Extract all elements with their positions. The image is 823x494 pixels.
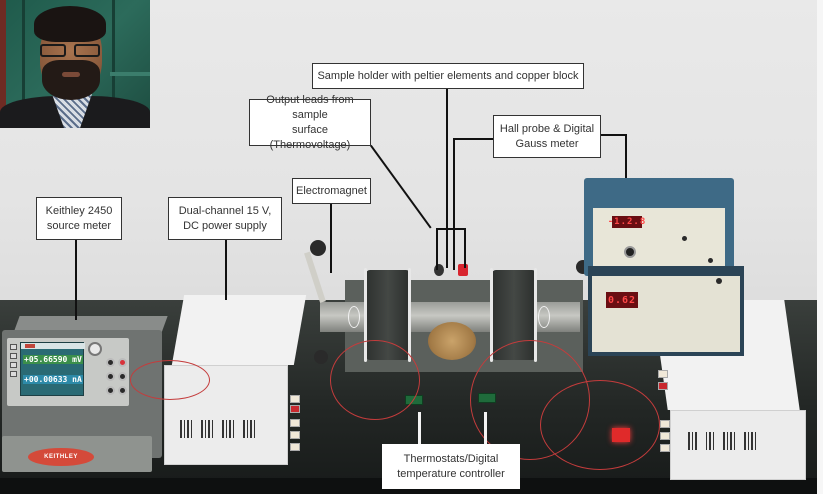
psu-vents xyxy=(688,432,756,450)
psu-terminal xyxy=(658,370,668,378)
gauss-knob xyxy=(624,246,636,258)
psu-vents xyxy=(180,420,255,438)
door-band xyxy=(110,72,150,76)
psu-terminal xyxy=(660,420,670,428)
dc-power-supply-right xyxy=(652,300,808,480)
red-wire xyxy=(130,360,210,400)
leader-line xyxy=(464,228,466,268)
terminal-jack xyxy=(118,386,127,395)
voltage-reading: +05.66590 mV xyxy=(23,355,83,364)
leader-line-thermostat xyxy=(484,412,487,444)
psu-terminal-red xyxy=(658,382,668,390)
terminal-jack xyxy=(118,372,127,381)
lever-knob xyxy=(310,240,326,256)
current-source-front xyxy=(592,276,740,352)
coil-lead-wire xyxy=(348,306,360,328)
gauss-switch xyxy=(682,236,687,241)
leader-line-electromagnet xyxy=(330,203,332,273)
coil-lead-wire xyxy=(538,306,550,328)
callout-electromagnet: Electromagnet xyxy=(292,178,371,204)
current-reading: +00.00633 nA xyxy=(23,375,83,384)
gauss-switch xyxy=(708,258,713,263)
callout-thermostats: Thermostats/Digital temperature controll… xyxy=(382,444,520,489)
callout-hall-probe: Hall probe & Digital Gauss meter xyxy=(493,115,601,158)
psu-top xyxy=(171,295,307,365)
image-border xyxy=(817,0,823,494)
terminal-jack-red xyxy=(118,358,127,367)
door-panel-line xyxy=(22,0,25,128)
leader-line-gauss xyxy=(600,134,626,136)
psu-terminal xyxy=(290,419,300,427)
lead-connector-black xyxy=(434,264,444,276)
keithley-knob xyxy=(88,342,102,356)
portrait-mouth xyxy=(62,72,80,77)
leader-line-keithley xyxy=(75,240,77,320)
leader-line-power-supply xyxy=(225,240,227,300)
coil-flange xyxy=(408,268,411,362)
portrait-glasses xyxy=(40,44,102,58)
portrait-inset xyxy=(0,0,150,128)
coil-flange xyxy=(534,268,537,362)
lead-connector-red xyxy=(458,264,468,276)
gauss-display: -1.2.8 xyxy=(607,216,647,228)
magnet-lever xyxy=(304,251,326,303)
lever-knob-lower xyxy=(314,350,328,364)
leader-line-hall xyxy=(453,138,455,270)
callout-keithley: Keithley 2450 source meter xyxy=(36,197,122,240)
psu-terminal xyxy=(660,444,670,452)
leader-line-sample-holder xyxy=(446,88,448,268)
portrait-beard xyxy=(42,60,100,100)
psu-terminal xyxy=(290,395,300,403)
psu-terminal xyxy=(660,432,670,440)
portrait-hair xyxy=(34,6,106,42)
leader-line-gauss xyxy=(625,134,627,178)
red-wire xyxy=(330,340,420,420)
leader-line-thermostat xyxy=(418,412,421,444)
keithley-logo: KEITHLEY xyxy=(28,448,94,466)
terminal-jack xyxy=(106,386,115,395)
psu-terminal xyxy=(290,431,300,439)
callout-output-leads: Output leads from sample surface (Thermo… xyxy=(249,94,371,151)
coil-flange xyxy=(490,268,493,362)
coil-flange xyxy=(364,268,367,362)
red-wire xyxy=(540,380,660,470)
keithley-side-buttons xyxy=(10,344,17,380)
door-panel-line xyxy=(112,0,115,128)
current-source-switch xyxy=(716,278,722,284)
terminal-jack xyxy=(106,358,115,367)
psu-terminal-red xyxy=(290,405,300,413)
leader-line-hall xyxy=(453,138,493,140)
psu-terminal xyxy=(290,443,300,451)
callout-power-supply: Dual-channel 15 V, DC power supply xyxy=(168,197,282,240)
portrait-red-wall xyxy=(0,0,6,128)
digital-gauss-meter: -1.2.8 xyxy=(584,178,734,276)
keithley-source-meter: +05.66590 mV +00.00633 nA KEITHLEY xyxy=(2,316,168,474)
constant-current-source: 0.62 xyxy=(588,266,744,356)
copper-block xyxy=(428,322,476,360)
callout-sample-holder: Sample holder with peltier elements and … xyxy=(312,63,584,89)
leader-line xyxy=(436,228,466,230)
keithley-screen: +05.66590 mV +00.00633 nA xyxy=(20,342,85,396)
terminal-jack xyxy=(106,372,115,381)
leader-line xyxy=(436,228,438,270)
current-display: 0.62 xyxy=(606,292,638,308)
